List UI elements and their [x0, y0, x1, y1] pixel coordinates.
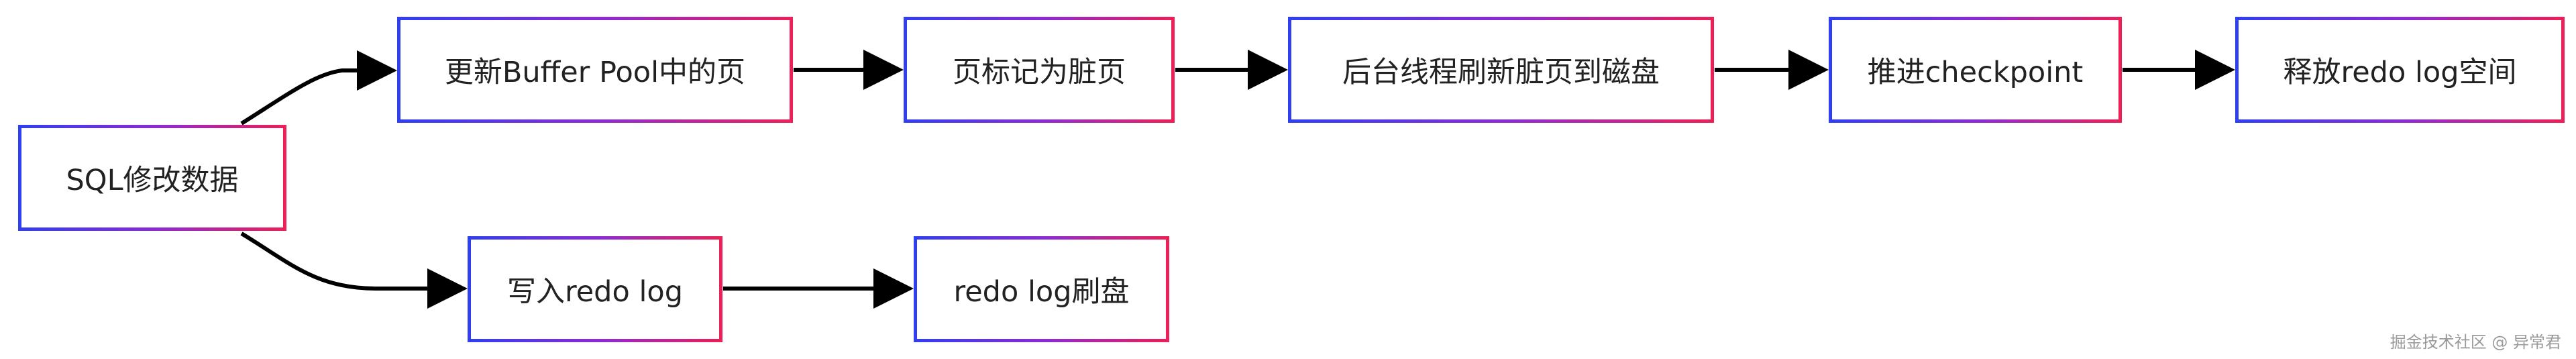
edge-sql-to-write-redo	[240, 232, 468, 309]
node-flush-dirty-pages: 后台线程刷新脏页到磁盘	[1288, 17, 1714, 123]
node-mark-dirty-page: 页标记为脏页	[904, 17, 1175, 123]
node-advance-checkpoint: 推进checkpoint	[1829, 17, 2122, 123]
node-redo-log-flush: redo log刷盘	[914, 236, 1169, 342]
node-release-redo-log-space: 释放redo log空间	[2235, 17, 2565, 123]
node-update-buffer-pool: 更新Buffer Pool中的页	[397, 17, 793, 123]
watermark: 掘金技术社区 @ 异常君	[2390, 333, 2561, 352]
node-sql-modify-data: SQL修改数据	[18, 125, 286, 231]
node-write-redo-log: 写入redo log	[468, 236, 722, 342]
edge-sql-to-update-buffer	[240, 50, 397, 125]
